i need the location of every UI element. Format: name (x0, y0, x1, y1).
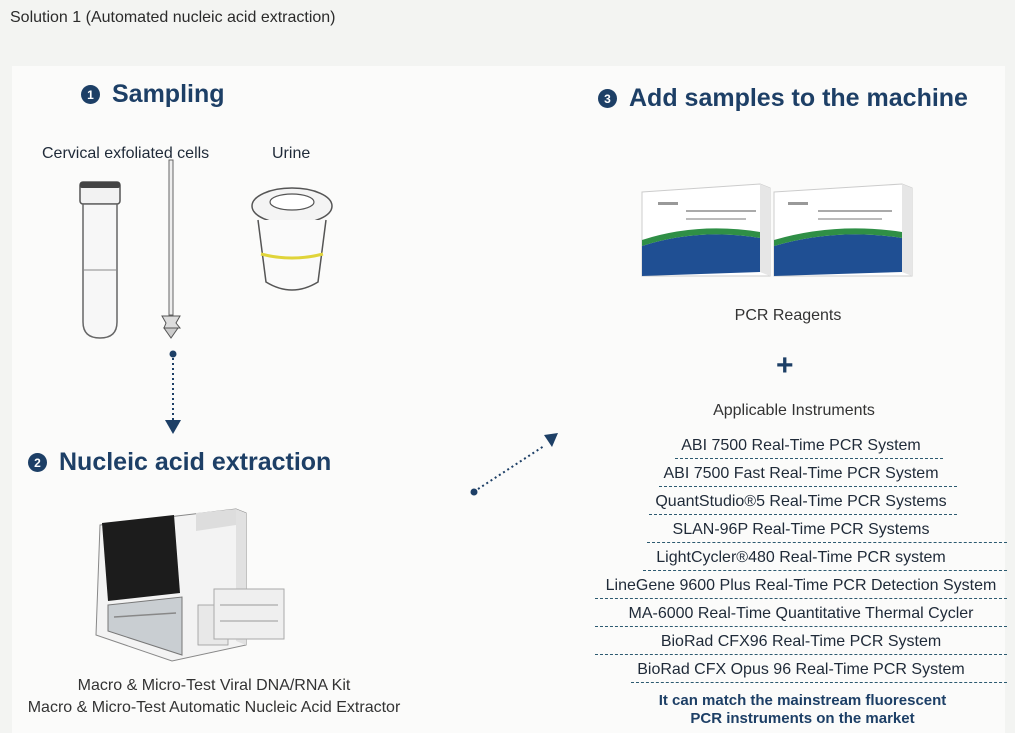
urine-label: Urine (272, 145, 311, 162)
extractor-label: Macro & Micro-Test Automatic Nucleic Aci… (27, 699, 401, 716)
instrument-item: QuantStudio®5 Real-Time PCR Systems (595, 488, 1007, 516)
step-3-heading: 3 Add samples to the machine (598, 84, 968, 113)
step-1-title: Sampling (112, 80, 225, 108)
step-2-heading: 2 Nucleic acid extraction (28, 448, 331, 477)
extraction-kit-label: Macro & Micro-Test Viral DNA/RNA Kit (77, 677, 351, 694)
compatibility-note-line-1: It can match the mainstream fluorescent (658, 692, 947, 709)
step-2-title: Nucleic acid extraction (59, 448, 332, 476)
applicable-instruments-heading: Applicable Instruments (713, 402, 875, 419)
instrument-item: SLAN-96P Real-Time PCR Systems (595, 516, 1007, 544)
step-1-number: 1 (81, 85, 100, 104)
arrow-sampling-to-extraction (165, 350, 181, 434)
instrument-item: LineGene 9600 Plus Real-Time PCR Detecti… (595, 572, 1007, 600)
instrument-item: MA-6000 Real-Time Quantitative Thermal C… (595, 600, 1007, 628)
step-2-number: 2 (28, 453, 47, 472)
step-1-heading: 1 Sampling (81, 80, 225, 109)
pcr-reagents-label: PCR Reagents (734, 307, 842, 324)
sample-tube-icon (79, 181, 121, 339)
instrument-item: BioRad CFX96 Real-Time PCR System (595, 628, 1007, 656)
plus-sign: + (776, 349, 794, 382)
arrow-extraction-to-machine (470, 433, 558, 496)
cervical-brush-icon (161, 159, 182, 339)
nucleic-acid-extractor-icon (95, 508, 285, 662)
instrument-item: LightCycler®480 Real-Time PCR system (595, 544, 1007, 572)
page-title: Solution 1 (Automated nucleic acid extra… (10, 9, 336, 26)
compatibility-note: It can match the mainstream fluorescent … (600, 692, 1005, 728)
step-3-title: Add samples to the machine (629, 84, 968, 112)
cervical-cells-label: Cervical exfoliated cells (42, 145, 210, 162)
instrument-list: ABI 7500 Real-Time PCR System ABI 7500 F… (595, 432, 1007, 684)
pcr-reagent-boxes-icon (641, 183, 913, 277)
step-3-number: 3 (598, 89, 617, 108)
instrument-item: ABI 7500 Fast Real-Time PCR System (595, 460, 1007, 488)
compatibility-note-line-2: PCR instruments on the market (690, 710, 915, 727)
instrument-item: BioRad CFX Opus 96 Real-Time PCR System (595, 656, 1007, 684)
urine-cup-icon (251, 187, 333, 291)
instrument-item: ABI 7500 Real-Time PCR System (595, 432, 1007, 460)
